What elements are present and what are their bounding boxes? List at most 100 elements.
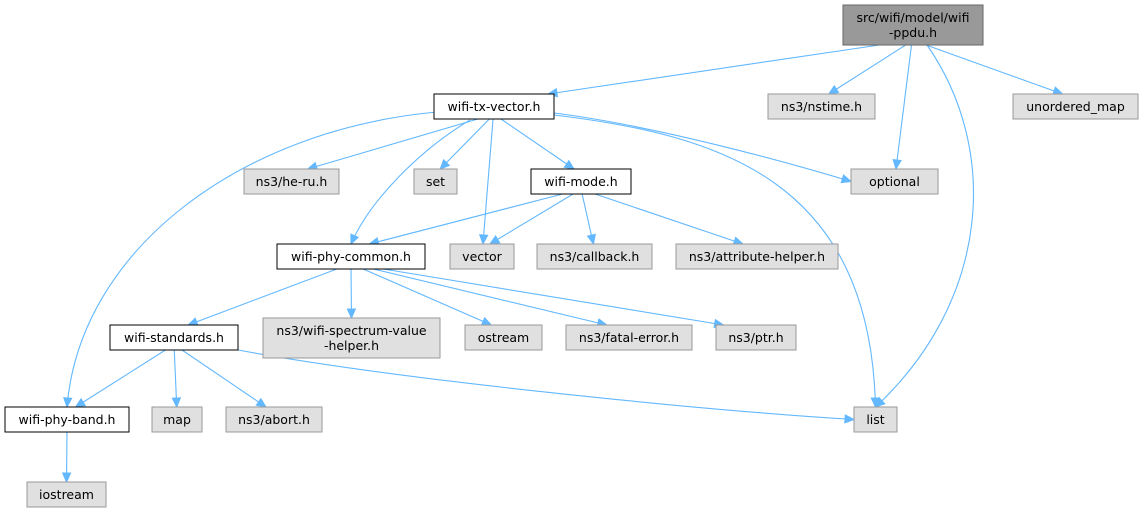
node-spectrum-label: ns3/wifi-spectrum-value bbox=[276, 323, 426, 338]
edge-common-to-standards bbox=[187, 268, 338, 326]
node-callback: ns3/callback.h bbox=[536, 243, 653, 270]
node-heru: ns3/he-ru.h bbox=[243, 168, 340, 195]
node-map-label: map bbox=[163, 412, 191, 427]
edge-txvec-to-optional-arrowhead bbox=[840, 174, 853, 184]
node-attr: ns3/attribute-helper.h bbox=[675, 243, 839, 270]
node-list: list bbox=[853, 406, 898, 433]
node-txvec-label: wifi-tx-vector.h bbox=[448, 99, 541, 114]
node-vector-label: vector bbox=[462, 249, 503, 264]
edge-mode-to-attr bbox=[594, 193, 744, 245]
edge-common-to-ostream bbox=[362, 268, 492, 326]
edge-txvec-to-heru bbox=[307, 118, 478, 170]
node-optional-label: optional bbox=[869, 174, 920, 189]
node-ptr: ns3/ptr.h bbox=[715, 324, 797, 351]
node-fatal-label: ns3/fatal-error.h bbox=[579, 330, 679, 345]
node-umap: unordered_map bbox=[1012, 93, 1139, 120]
edge-mode-to-vector-arrowhead bbox=[488, 235, 501, 245]
nodes-layer: src/wifi/model/wifi-ppdu.h wifi-tx-vector… bbox=[4, 4, 1139, 508]
edge-standards-to-abort-arrowhead bbox=[255, 397, 268, 408]
edge-txvec-to-optional bbox=[553, 112, 852, 183]
node-optional: optional bbox=[850, 168, 939, 195]
node-ostream-box bbox=[464, 324, 543, 351]
node-nstime: ns3/nstime.h bbox=[767, 93, 876, 120]
node-map-box bbox=[151, 406, 203, 433]
node-root-label: src/wifi/model/wifi bbox=[857, 10, 970, 25]
edge-txvec-to-vector bbox=[482, 118, 494, 245]
node-callback-label: ns3/callback.h bbox=[550, 249, 640, 264]
node-abort-box bbox=[225, 406, 323, 433]
node-mode-label: wifi-mode.h bbox=[544, 174, 617, 189]
edge-mode-to-vector bbox=[489, 193, 574, 245]
edge-standards-to-abort bbox=[181, 349, 267, 408]
edge-common-to-fatal bbox=[373, 268, 607, 326]
edge-txvec-to-mode bbox=[500, 118, 575, 170]
node-common[interactable]: wifi-phy-common.h bbox=[276, 243, 426, 270]
node-mode-box bbox=[530, 168, 632, 195]
node-set: set bbox=[413, 168, 458, 195]
edge-root-to-umap bbox=[925, 44, 1063, 95]
edge-standards-to-band-arrowhead bbox=[74, 397, 87, 408]
node-nstime-label: ns3/nstime.h bbox=[781, 99, 862, 114]
edge-txvec-to-list-arrowhead bbox=[870, 397, 881, 409]
edge-txvec-to-set bbox=[439, 118, 490, 170]
node-set-box bbox=[413, 168, 458, 195]
node-nstime-box bbox=[767, 93, 876, 120]
node-vector: vector bbox=[449, 243, 515, 270]
node-common-label: wifi-phy-common.h bbox=[291, 249, 411, 264]
node-standards-label: wifi-standards.h bbox=[124, 330, 224, 345]
edge-standards-to-list bbox=[237, 349, 855, 421]
node-heru-label: ns3/he-ru.h bbox=[256, 174, 328, 189]
node-attr-box bbox=[675, 243, 839, 270]
edge-common-to-standards-arrowhead bbox=[187, 317, 199, 327]
edges-layer bbox=[61, 44, 1064, 484]
edge-txvec-to-band bbox=[66, 111, 438, 408]
node-list-box bbox=[853, 406, 898, 433]
node-band[interactable]: wifi-phy-band.h bbox=[4, 406, 130, 433]
node-ostream: ostream bbox=[464, 324, 543, 351]
node-iostream-box bbox=[26, 481, 107, 508]
node-common-box bbox=[276, 243, 426, 270]
node-heru-box bbox=[243, 168, 340, 195]
node-root-label: -ppdu.h bbox=[889, 25, 937, 40]
node-callback-box bbox=[536, 243, 653, 270]
node-root[interactable]: src/wifi/model/wifi-ppdu.h bbox=[842, 4, 984, 46]
node-vector-box bbox=[449, 243, 515, 270]
edge-root-to-nstime-arrowhead bbox=[827, 84, 840, 95]
node-abort: ns3/abort.h bbox=[225, 406, 323, 433]
edge-band-to-iostream-arrowhead bbox=[61, 472, 72, 484]
edge-standards-to-map-arrowhead bbox=[171, 397, 182, 409]
node-umap-label: unordered_map bbox=[1026, 99, 1125, 114]
edge-txvec-to-mode-arrowhead bbox=[563, 159, 576, 170]
edge-root-to-nstime bbox=[828, 44, 906, 95]
node-txvec[interactable]: wifi-tx-vector.h bbox=[433, 93, 555, 120]
node-root-box bbox=[842, 4, 984, 46]
node-ptr-label: ns3/ptr.h bbox=[728, 330, 783, 345]
node-txvec-box bbox=[433, 93, 555, 120]
node-map: map bbox=[151, 406, 203, 433]
node-ptr-box bbox=[715, 324, 797, 351]
node-iostream: iostream bbox=[26, 481, 107, 508]
edge-mode-to-common bbox=[369, 193, 563, 245]
node-mode[interactable]: wifi-mode.h bbox=[530, 168, 632, 195]
edge-common-to-ostream-arrowhead bbox=[480, 316, 493, 326]
edge-root-to-txvec bbox=[547, 44, 880, 95]
node-spectrum-box bbox=[262, 317, 441, 359]
edge-txvec-to-common bbox=[350, 119, 471, 245]
node-set-label: set bbox=[426, 174, 445, 189]
edge-root-to-optional-arrowhead bbox=[892, 158, 902, 171]
node-umap-box bbox=[1012, 93, 1139, 120]
node-abort-label: ns3/abort.h bbox=[238, 412, 310, 427]
edge-root-to-list bbox=[875, 44, 974, 408]
node-fatal: ns3/fatal-error.h bbox=[565, 324, 693, 351]
node-optional-box bbox=[850, 168, 939, 195]
edge-common-to-spectrum-arrowhead bbox=[346, 308, 357, 320]
edge-common-to-ptr bbox=[383, 268, 724, 326]
node-spectrum-label: -helper.h bbox=[324, 338, 379, 353]
node-standards[interactable]: wifi-standards.h bbox=[109, 324, 239, 351]
node-ostream-label: ostream bbox=[478, 330, 529, 345]
node-band-label: wifi-phy-band.h bbox=[19, 412, 116, 427]
node-fatal-box bbox=[565, 324, 693, 351]
node-list-label: list bbox=[866, 412, 884, 427]
edge-root-to-optional bbox=[895, 44, 913, 170]
